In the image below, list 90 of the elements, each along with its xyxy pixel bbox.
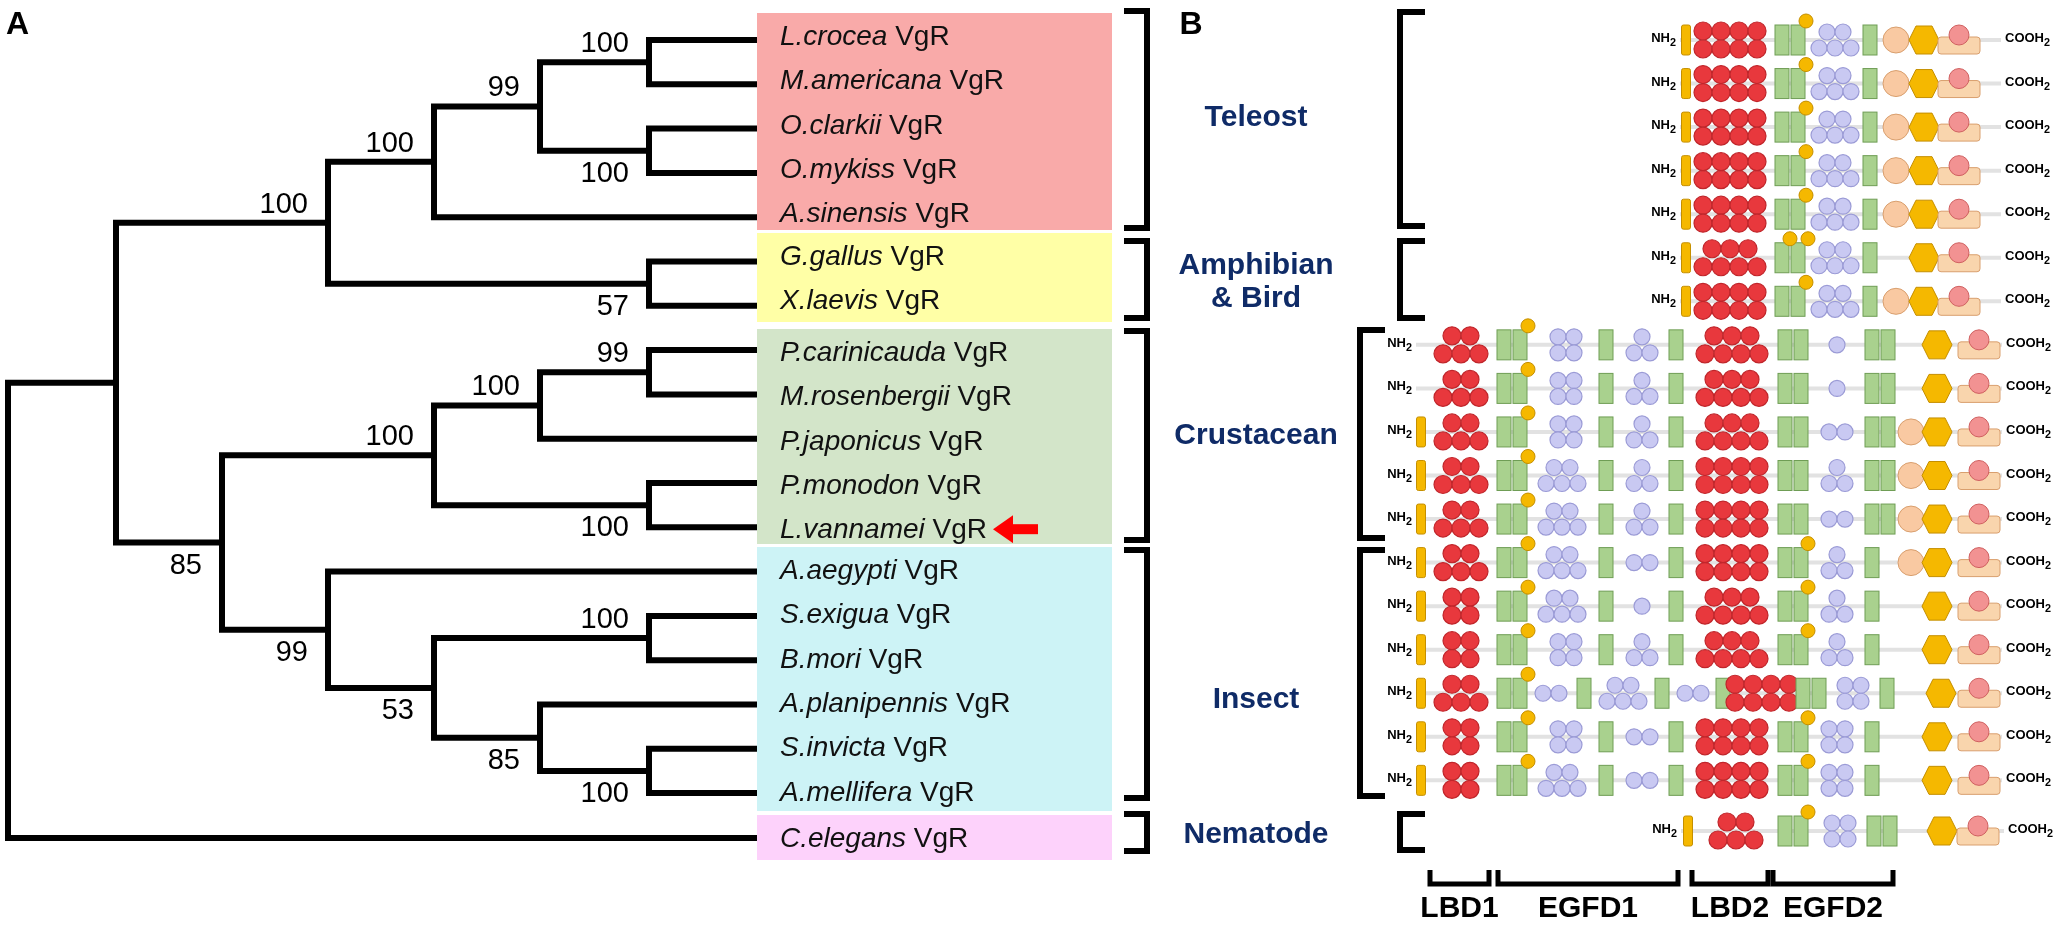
domain-label: LBD1 <box>1420 889 1499 923</box>
species-label: A.mellifera VgR <box>780 771 981 812</box>
species-label: B.mori VgR <box>780 638 930 679</box>
group-label: Insect <box>1212 680 1300 714</box>
bootstrap-value: 100 <box>365 126 414 159</box>
bootstrap-value: 100 <box>580 603 629 635</box>
bootstrap-value: 100 <box>365 420 414 453</box>
bootstrap-value: 53 <box>381 693 414 726</box>
arrow <box>993 515 1038 544</box>
terminus-label: NH$_{2}$ <box>1651 205 1676 223</box>
clade-band <box>757 13 1112 230</box>
terminus-label: NH$_{2}$ <box>1387 423 1412 441</box>
species-label: O.mykiss VgR <box>780 148 964 189</box>
terminus-label: COOH$_{2}$ <box>2006 684 2052 702</box>
terminus-label: COOH$_{2}$ <box>2005 31 2051 49</box>
species-label: L.vannamei VgR <box>780 509 993 550</box>
terminus-label: NH$_{2}$ <box>1387 640 1412 659</box>
group-label: Nematode <box>1183 815 1329 849</box>
terminus-label: COOH$_{2}$ <box>2006 379 2052 398</box>
terminus-label: COOH$_{2}$ <box>2008 822 2054 840</box>
species-label: P.carinicauda VgR <box>780 332 1015 372</box>
species-label: M.rosenbergii VgR <box>780 376 1018 417</box>
bootstrap-value: 100 <box>580 777 629 809</box>
bootstrap-value: 57 <box>596 289 629 322</box>
terminus-label: NH$_{2}$ <box>1387 553 1412 572</box>
domain-label: EGFD1 <box>1538 889 1638 923</box>
terminus-label: COOH$_{2}$ <box>2006 423 2052 441</box>
group-label: Crustacean <box>1174 416 1338 450</box>
bootstrap-value: 85 <box>487 743 520 776</box>
terminus-label: NH$_{2}$ <box>1651 118 1676 136</box>
terminus-label: NH$_{2}$ <box>1387 684 1412 702</box>
terminus-label: COOH$_{2}$ <box>2005 118 2051 136</box>
terminus-label: NH$_{2}$ <box>1651 161 1676 180</box>
terminus-label: NH$_{2}$ <box>1651 249 1676 267</box>
domain-label: LBD2 <box>1690 889 1770 923</box>
terminus-label: COOH$_{2}$ <box>2005 292 2051 311</box>
species-label: P.japonicus VgR <box>780 420 990 461</box>
species-label: S.invicta VgR <box>780 727 955 768</box>
bootstrap-value: 100 <box>471 370 520 403</box>
terminus-label: NH$_{2}$ <box>1651 31 1676 49</box>
species-label: A.planipennis VgR <box>780 682 1017 723</box>
terminus-label: COOH$_{2}$ <box>2006 597 2052 615</box>
bootstrap-value: 100 <box>580 511 629 544</box>
species-label: M.americana VgR <box>780 60 1011 101</box>
clade-band <box>757 329 1112 544</box>
terminus-label: COOH$_{2}$ <box>2005 249 2051 267</box>
clade-band <box>757 233 1112 322</box>
species-label: G.gallus VgR <box>780 236 951 276</box>
terminus-label: COOH$_{2}$ <box>2006 728 2052 746</box>
panel-label: A <box>6 6 30 42</box>
species-label: X.laevis VgR <box>780 280 947 321</box>
species-label: P.monodon VgR <box>780 464 988 505</box>
terminus-label: COOH$_{2}$ <box>2006 336 2052 354</box>
bootstrap-value: 99 <box>487 71 520 104</box>
terminus-label: NH$_{2}$ <box>1387 728 1412 746</box>
terminus-label: COOH$_{2}$ <box>2005 74 2051 93</box>
terminus-label: COOH$_{2}$ <box>2006 640 2052 659</box>
bootstrap-value: 100 <box>580 27 629 60</box>
bootstrap-value: 99 <box>596 337 629 370</box>
species-label: L.crocea VgR <box>780 16 956 56</box>
terminus-label: COOH$_{2}$ <box>2005 161 2051 180</box>
clade-band <box>757 815 1112 860</box>
terminus-label: COOH$_{2}$ <box>2006 510 2052 528</box>
panel-label: B <box>1179 6 1203 42</box>
bootstrap-value: 99 <box>275 635 308 668</box>
terminus-label: NH$_{2}$ <box>1387 379 1412 398</box>
terminus-label: NH$_{2}$ <box>1387 771 1412 790</box>
terminus-label: NH$_{2}$ <box>1651 74 1676 93</box>
domain-label: EGFD2 <box>1783 889 1883 923</box>
terminus-label: NH$_{2}$ <box>1651 292 1676 311</box>
bootstrap-value: 100 <box>259 187 308 220</box>
terminus-label: COOH$_{2}$ <box>2006 553 2052 572</box>
terminus-label: NH$_{2}$ <box>1387 336 1412 354</box>
terminus-label: COOH$_{2}$ <box>2006 466 2052 485</box>
terminus-label: NH$_{2}$ <box>1387 466 1412 485</box>
species-label: A.sinensis VgR <box>780 193 976 234</box>
terminus-label: NH$_{2}$ <box>1652 822 1677 840</box>
species-label: S.exigua VgR <box>780 594 958 635</box>
species-label: O.clarkii VgR <box>780 104 950 145</box>
group-label: Amphibian & Bird <box>1177 247 1335 313</box>
terminus-label: COOH$_{2}$ <box>2005 205 2051 223</box>
species-label: C.elegans VgR <box>780 818 975 858</box>
bootstrap-value: 100 <box>580 156 629 189</box>
bootstrap-value: 85 <box>169 548 202 581</box>
terminus-label: NH$_{2}$ <box>1387 510 1412 528</box>
group-label: Teleost <box>1204 98 1308 132</box>
clade-band <box>757 547 1112 811</box>
species-label: A.aegypti VgR <box>780 550 965 590</box>
terminus-label: NH$_{2}$ <box>1387 597 1412 615</box>
terminus-label: COOH$_{2}$ <box>2006 771 2052 790</box>
